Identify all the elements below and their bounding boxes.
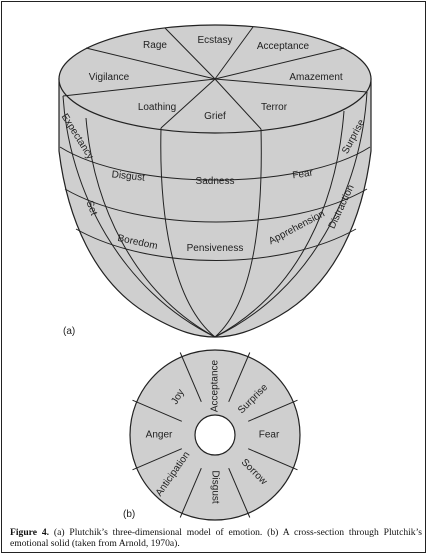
cross-section-hole xyxy=(194,414,236,456)
panel-a-label: (a) xyxy=(63,326,75,337)
label-amazement: Amazement xyxy=(289,72,343,83)
panel-b-label: (b) xyxy=(123,509,135,520)
panel-b-cross-section: Acceptance Joy Surprise Anger Fear Antic… xyxy=(123,349,301,521)
label-ecstasy: Ecstasy xyxy=(197,35,232,46)
label-set: Set xyxy=(84,199,100,217)
label-disgust: Disgust xyxy=(111,169,146,183)
label-fear: Fear xyxy=(292,168,315,182)
cs-label-acceptance: Acceptance xyxy=(210,359,221,412)
label-sadness: Sadness xyxy=(196,176,235,187)
cs-label-disgust: Disgust xyxy=(209,470,220,504)
cross-section-dividers xyxy=(132,352,298,518)
caption-text: (a) Plutchik’s three-dimensional model o… xyxy=(10,527,422,549)
side-meridians xyxy=(62,91,368,338)
panel-a-solid: Rage Ecstasy Acceptance Vigilance Amazem… xyxy=(58,24,372,338)
label-terror: Terror xyxy=(261,102,288,113)
label-pensiveness: Pensiveness xyxy=(187,243,244,254)
label-grief: Grief xyxy=(204,111,226,122)
figure-caption: Figure 4. (a) Plutchik’s three-dimension… xyxy=(10,527,422,549)
label-loathing: Loathing xyxy=(138,102,176,113)
top-sector-lines xyxy=(62,26,368,130)
cs-label-fear: Fear xyxy=(259,430,280,441)
cs-label-anger: Anger xyxy=(146,430,173,441)
label-acceptance: Acceptance xyxy=(257,41,310,52)
label-vigilance: Vigilance xyxy=(89,72,130,83)
caption-label: Figure 4. xyxy=(10,527,50,538)
label-rage: Rage xyxy=(143,40,167,51)
